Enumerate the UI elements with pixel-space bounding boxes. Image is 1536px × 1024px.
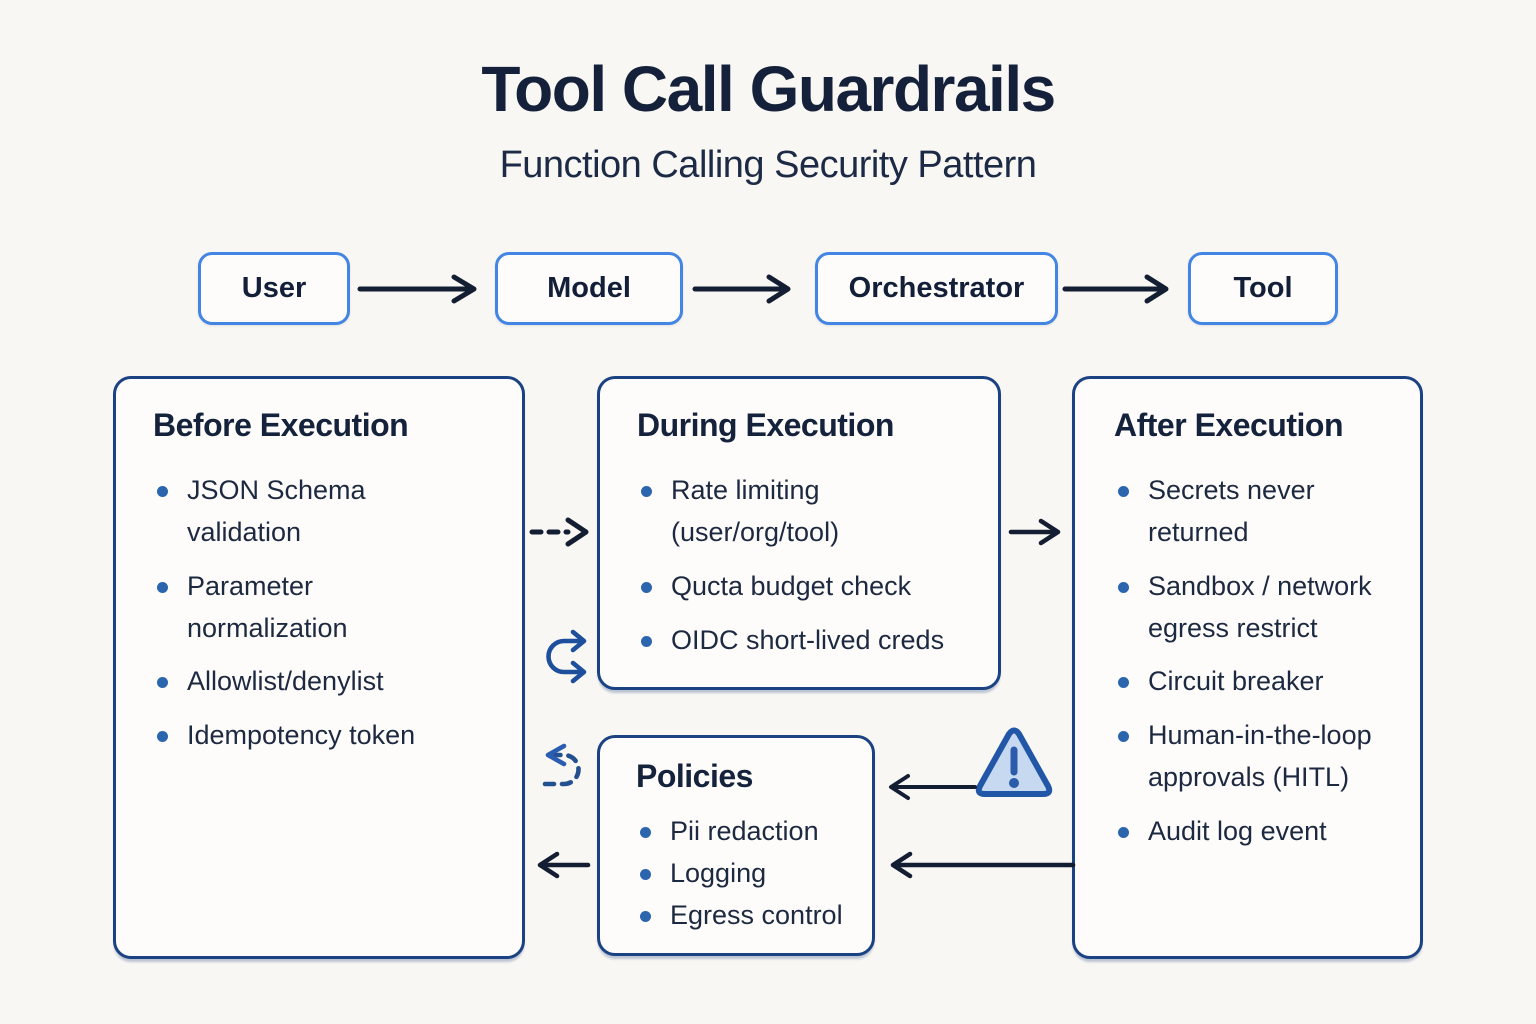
bullet-dot-icon (640, 827, 651, 838)
list-item-text: Circuit breaker (1148, 666, 1324, 697)
panel-after-execution: After Execution Secrets never returned S… (1072, 376, 1423, 959)
panel-title: After Execution (1114, 407, 1343, 443)
bullet-dot-icon (641, 486, 652, 497)
bullet-dot-icon (641, 635, 652, 647)
arrow-warning-to-policies-icon (886, 771, 978, 803)
panel-policies: Policies Pii redaction Logging Egress co… (597, 735, 875, 956)
pipeline-node-label: Orchestrator (848, 272, 1025, 304)
bullet-dot-icon (157, 581, 168, 593)
dashed-return-icon (533, 738, 589, 796)
list-item: Rate limiting (user/org/tool) (637, 470, 974, 554)
list-item-text: Rate limiting (user/org/tool) (671, 475, 840, 547)
pipeline-node-label: Model (547, 272, 631, 304)
list-item: Audit log event (1114, 811, 1396, 853)
panel-before-execution: Before Execution JSON Schema validation … (113, 376, 525, 959)
arrow-policies-to-before-icon (533, 849, 591, 881)
list-item-text: Human-in-the-loop approvals (HITL) (1148, 720, 1372, 793)
arrow-after-to-policies-icon (886, 849, 1076, 881)
panel-during-execution: During Execution Rate limiting (user/org… (597, 376, 1001, 690)
list-item-text: Allowlist/denylist (187, 666, 384, 697)
arrow-orchestrator-to-tool-icon (1062, 273, 1176, 305)
bullet-dot-icon (1118, 486, 1129, 497)
list-item-text: JSON Schema validation (187, 475, 366, 547)
arrow-user-to-model-icon (356, 273, 484, 305)
bullet-dot-icon (157, 486, 168, 497)
pipeline-node-model: Model (495, 252, 683, 325)
list-item: Allowlist/denylist (153, 661, 498, 703)
list-item: JSON Schema validation (153, 470, 498, 554)
list-item: Secrets never returned (1114, 470, 1396, 554)
list-item: Human-in-the-loop approvals (HITL) (1114, 715, 1396, 799)
panel-title: Policies (636, 758, 753, 794)
panel-title: During Execution (637, 407, 894, 443)
list-item-text: Audit log event (1148, 815, 1327, 846)
pipeline-node-label: User (241, 272, 307, 304)
page-title: Tool Call Guardrails (481, 53, 1056, 125)
bullet-dot-icon (640, 869, 651, 881)
bullet-dot-icon (1118, 731, 1129, 743)
pipeline-node-label: Tool (1233, 272, 1293, 304)
after-execution-list: Secrets never returned Sandbox / network… (1114, 470, 1396, 853)
list-item: Egress control (636, 895, 848, 936)
list-item-text: Parameter normalization (187, 570, 348, 643)
list-item-text: Idempotency token (187, 720, 416, 751)
list-item: Parameter normalization (153, 566, 498, 650)
arrow-model-to-orchestrator-icon (692, 273, 798, 305)
list-item-text: Qucta budget check (671, 570, 912, 601)
before-execution-list: JSON Schema validation Parameter normali… (153, 470, 498, 757)
bullet-dot-icon (1118, 826, 1129, 838)
arrow-during-to-after-icon (1008, 516, 1066, 548)
retry-loop-icon (537, 627, 591, 685)
list-item: Circuit breaker (1114, 661, 1396, 703)
list-item: Sandbox / network egress restrict (1114, 566, 1396, 650)
bullet-dot-icon (157, 731, 168, 743)
policies-list: Pii redaction Logging Egress control (636, 811, 848, 936)
list-item-text: Sandbox / network egress restrict (1148, 570, 1372, 643)
warning-triangle-icon (972, 724, 1056, 806)
list-item: Qucta budget check (637, 566, 974, 608)
list-item-text: Secrets never returned (1148, 475, 1315, 547)
list-item: Logging (636, 853, 848, 894)
during-execution-list: Rate limiting (user/org/tool) Qucta budg… (637, 470, 974, 661)
list-item: Pii redaction (636, 811, 848, 852)
list-item-text: OIDC short-lived creds (671, 624, 945, 655)
pipeline-node-tool: Tool (1188, 252, 1338, 325)
panel-title: Before Execution (153, 407, 409, 443)
dashed-arrow-before-to-during-icon (528, 516, 592, 548)
list-item-text: Logging (670, 858, 767, 889)
bullet-dot-icon (157, 677, 168, 689)
bullet-dot-icon (1118, 677, 1129, 689)
bullet-dot-icon (641, 581, 652, 593)
list-item-text: Egress control (670, 900, 843, 931)
pipeline-node-user: User (198, 252, 350, 325)
page-subtitle: Function Calling Security Pattern (499, 144, 1037, 186)
list-item-text: Pii redaction (670, 816, 819, 846)
pipeline-node-orchestrator: Orchestrator (815, 252, 1058, 325)
bullet-dot-icon (640, 911, 651, 923)
bullet-dot-icon (1118, 581, 1129, 593)
list-item: OIDC short-lived creds (637, 620, 974, 662)
list-item: Idempotency token (153, 715, 498, 757)
